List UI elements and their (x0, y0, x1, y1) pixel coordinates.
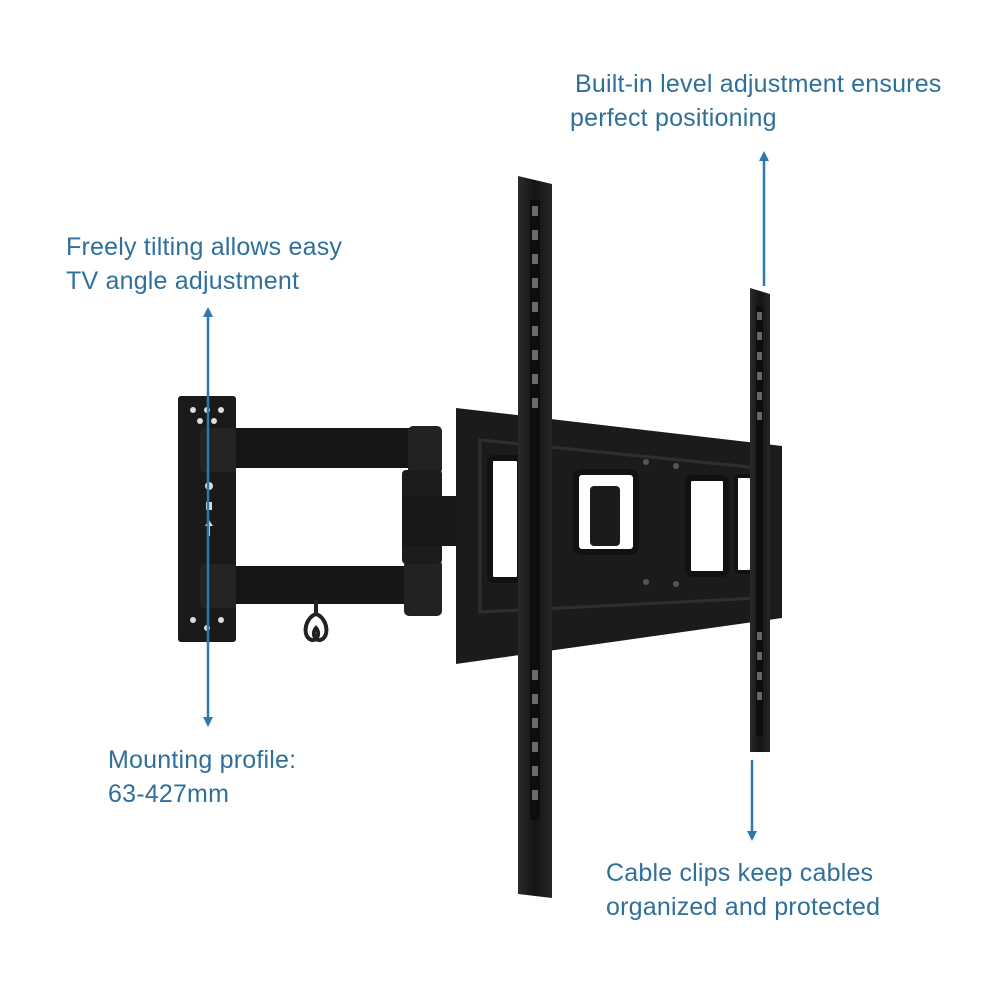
swing-arm-lower (200, 560, 442, 616)
caption-mounting-profile: Mounting profile: 63-427mm (108, 743, 296, 811)
tv-vertical-rail-left (518, 176, 552, 898)
caption-level-adjustment: Built-in level adjustment ensures perfec… (570, 67, 942, 135)
tv-vertical-rail-right (750, 288, 770, 752)
caption-cable-line1: Cable clips keep cables (606, 859, 874, 887)
cable-clip-hook (303, 600, 329, 643)
caption-tilt-line1: Freely tilting allows easy (66, 233, 343, 261)
caption-cable-clips: Cable clips keep cables organized and pr… (606, 856, 880, 924)
tv-bracket-frame (456, 408, 782, 664)
caption-profile-line1: Mounting profile: (108, 746, 297, 774)
caption-cable-line2: organized and protected (606, 893, 881, 921)
caption-tilt-line2: TV angle adjustment (66, 267, 300, 295)
swing-arm-upper (200, 426, 442, 474)
caption-profile-line2: 63-427mm (108, 780, 230, 808)
caption-tilting: Freely tilting allows easy TV angle adju… (66, 230, 342, 298)
caption-level-line2: perfect positioning (570, 104, 777, 132)
caption-level-line1: Built-in level adjustment ensures (575, 70, 942, 98)
